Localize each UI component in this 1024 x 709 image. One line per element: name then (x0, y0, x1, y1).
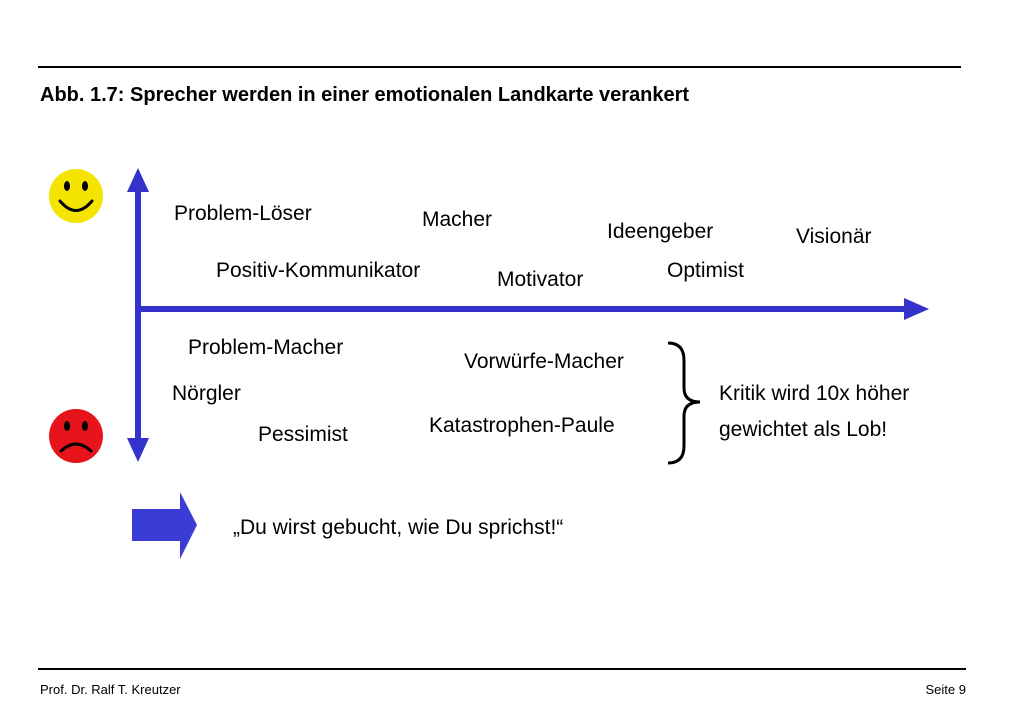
label-katastrophen-paule: Katastrophen-Paule (429, 414, 615, 437)
label-positiv-kommunikator: Positiv-Kommunikator (216, 259, 421, 282)
criticism-note-line-1: Kritik wird 10x höher (719, 382, 910, 405)
footer-page-number: Seite 9 (925, 682, 966, 697)
label-ideengeber: Ideengeber (607, 220, 714, 243)
smiley-sad-icon (49, 409, 103, 463)
smiley-happy-icon (49, 169, 103, 223)
label-noergler: Nörgler (172, 382, 241, 405)
label-problem-loeser: Problem-Löser (174, 202, 312, 225)
label-motivator: Motivator (497, 268, 584, 291)
page-title: Abb. 1.7: Sprecher werden in einer emoti… (40, 84, 690, 106)
horizontal-axis (138, 298, 929, 320)
top-rule (38, 66, 961, 68)
criticism-note: Kritik wird 10x höher gewichtet als Lob! (719, 376, 909, 448)
label-macher: Macher (422, 208, 493, 231)
vertical-axis (127, 168, 149, 462)
label-problem-macher: Problem-Macher (188, 336, 344, 359)
label-visionaer: Visionär (796, 225, 872, 248)
bottom-rule (38, 668, 966, 670)
label-optimist: Optimist (667, 259, 745, 282)
label-vorwuerfe-macher: Vorwürfe-Macher (464, 350, 624, 373)
label-pessimist: Pessimist (258, 423, 348, 446)
right-arrow-icon (132, 492, 197, 559)
curly-brace-icon (667, 341, 701, 465)
criticism-note-line-2: gewichtet als Lob! (719, 418, 888, 441)
footer-author: Prof. Dr. Ralf T. Kreutzer (40, 682, 181, 697)
quote-text: „Du wirst gebucht, wie Du sprichst!“ (233, 516, 564, 539)
